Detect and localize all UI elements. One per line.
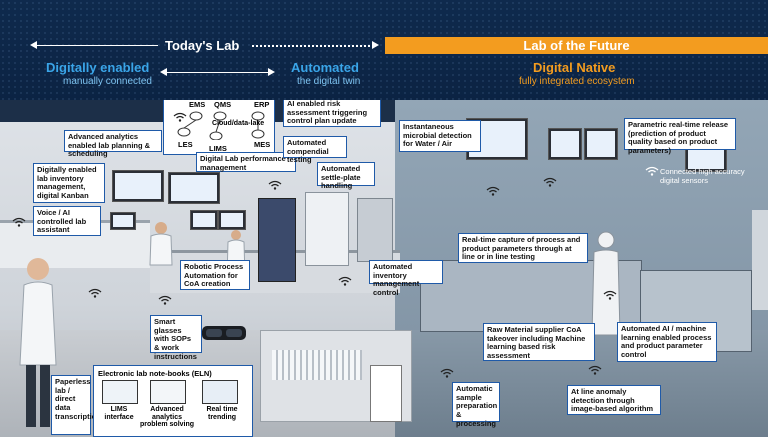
bench-monitor-1 (190, 210, 218, 230)
todays-lab-line-left (36, 45, 158, 46)
operator-right (752, 210, 768, 310)
manually-connected-label: manually connected (63, 76, 152, 87)
lab-scene: EMS QMS ERP Cloud/data-lake LES LIMS MES… (0, 100, 768, 437)
settle-plate-cabinet (305, 192, 349, 266)
analytics-icon (150, 380, 186, 404)
lims-label: LIMS (209, 144, 227, 153)
todays-lab-line-right (252, 45, 374, 47)
wifi-icon (603, 290, 617, 300)
wifi-icon (543, 177, 557, 187)
automated-inventory-callout: Automated inventory management control (369, 260, 443, 297)
mid-arrow-right (268, 68, 275, 76)
automated-ai-callout: Automated AI / machine learning enabled … (617, 322, 717, 362)
mid-arrow-line (166, 72, 269, 73)
sample-tray (272, 350, 362, 380)
lims-interface-label: LIMS interface (104, 406, 134, 421)
smart-glasses-icon (202, 326, 246, 340)
bench-monitor-3 (110, 212, 136, 230)
cloud-datalake-panel: EMS QMS ERP Cloud/data-lake LES LIMS MES (163, 100, 275, 155)
cloud-datalake-label: Cloud/data-lake (212, 120, 265, 127)
ai-risk-callout: AI enabled risk assessment triggering co… (283, 100, 381, 127)
wifi-icon (440, 368, 454, 378)
wifi-icon (268, 180, 282, 190)
les-label: LES (178, 140, 193, 149)
paperless-callout: Paperless lab / direct data transcriptio… (51, 375, 101, 435)
seated-worker (148, 220, 174, 280)
inventory-fridge (357, 198, 393, 262)
mid-arrow-left (160, 68, 167, 76)
raw-material-callout: Raw Material supplier CoA takeover inclu… (483, 323, 595, 361)
automated-compendial-callout: Automated compendial testing (283, 136, 347, 164)
realtime-trending-label: Real time trending (206, 406, 238, 421)
wifi-icon (88, 288, 102, 298)
automated-settle-callout: Automated settle-plate handling (317, 162, 375, 190)
mes-label: MES (254, 140, 271, 149)
rpa-callout: Robotic Process Automation for CoA creat… (180, 260, 250, 290)
wifi-icon (338, 276, 352, 286)
digital-native-label: Digital Native (533, 60, 616, 75)
digital-lab-perf-callout: Digital Lab performance management (196, 152, 296, 172)
wifi-icon (588, 365, 602, 375)
wifi-icon (173, 112, 187, 122)
smart-glasses-callout: Smart glasses with SOPs & work instructi… (150, 315, 202, 360)
datalake-network-icon (177, 111, 265, 140)
chart-monitor-2 (584, 128, 618, 160)
wifi-icon (12, 217, 26, 227)
wifi-icon (645, 166, 659, 176)
at-line-callout: At line anomaly detection through image-… (567, 385, 661, 415)
schedule-monitor (112, 170, 164, 202)
digital-twin-label: the digital twin (297, 76, 361, 87)
digitally-enabled-label: Digitally enabled (46, 60, 150, 75)
wifi-icon (158, 295, 172, 305)
performance-monitor (168, 172, 220, 204)
parametric-callout: Parametric real-time release (prediction… (624, 118, 736, 155)
qms-label: QMS (214, 100, 232, 109)
ems-label: EMS (189, 100, 206, 109)
automated-label: Automated (291, 60, 359, 75)
instantaneous-callout: Instantaneous microbial detection for Wa… (399, 120, 481, 152)
bench-monitor-2 (218, 210, 246, 230)
advanced-problem-label: Advanced analytics problem solving (139, 406, 195, 429)
digital-inventory-callout: Digitally enabled lab inventory manageme… (33, 163, 105, 203)
compendial-testing-machine (258, 198, 296, 282)
robot-arm (370, 365, 402, 422)
voice-ai-callout: Voice / AI controlled lab assistant (33, 206, 101, 236)
lab-of-future-bar: Lab of the Future (385, 37, 768, 54)
header-banner: Today's Lab Lab of the Future Digitally … (0, 0, 768, 100)
eln-panel: Electronic lab note-books (ELN) LIMS int… (93, 365, 253, 437)
automatic-sample-callout: Automatic sample preparation & processin… (452, 382, 500, 427)
lims-interface-icon (102, 380, 138, 404)
lab-of-future-title: Lab of the Future (523, 38, 630, 53)
wifi-icon (486, 186, 500, 196)
scientist-figure (18, 255, 58, 430)
eln-title: Electronic lab note-books (ELN) (98, 369, 212, 378)
realtime-capture-callout: Real-time capture of process and product… (458, 233, 588, 263)
left-arrow-head (30, 41, 37, 49)
right-arrow-head (372, 41, 379, 49)
advanced-analytics-callout: Advanced analytics enabled lab planning … (64, 130, 162, 158)
todays-lab-title: Today's Lab (165, 38, 240, 53)
connected-sensors-label: Connected high accuracy digital sensors (660, 167, 745, 185)
trending-icon (202, 380, 238, 404)
fully-integrated-label: fully integrated ecosystem (519, 76, 635, 87)
chart-monitor-1 (548, 128, 582, 160)
erp-label: ERP (254, 100, 270, 109)
